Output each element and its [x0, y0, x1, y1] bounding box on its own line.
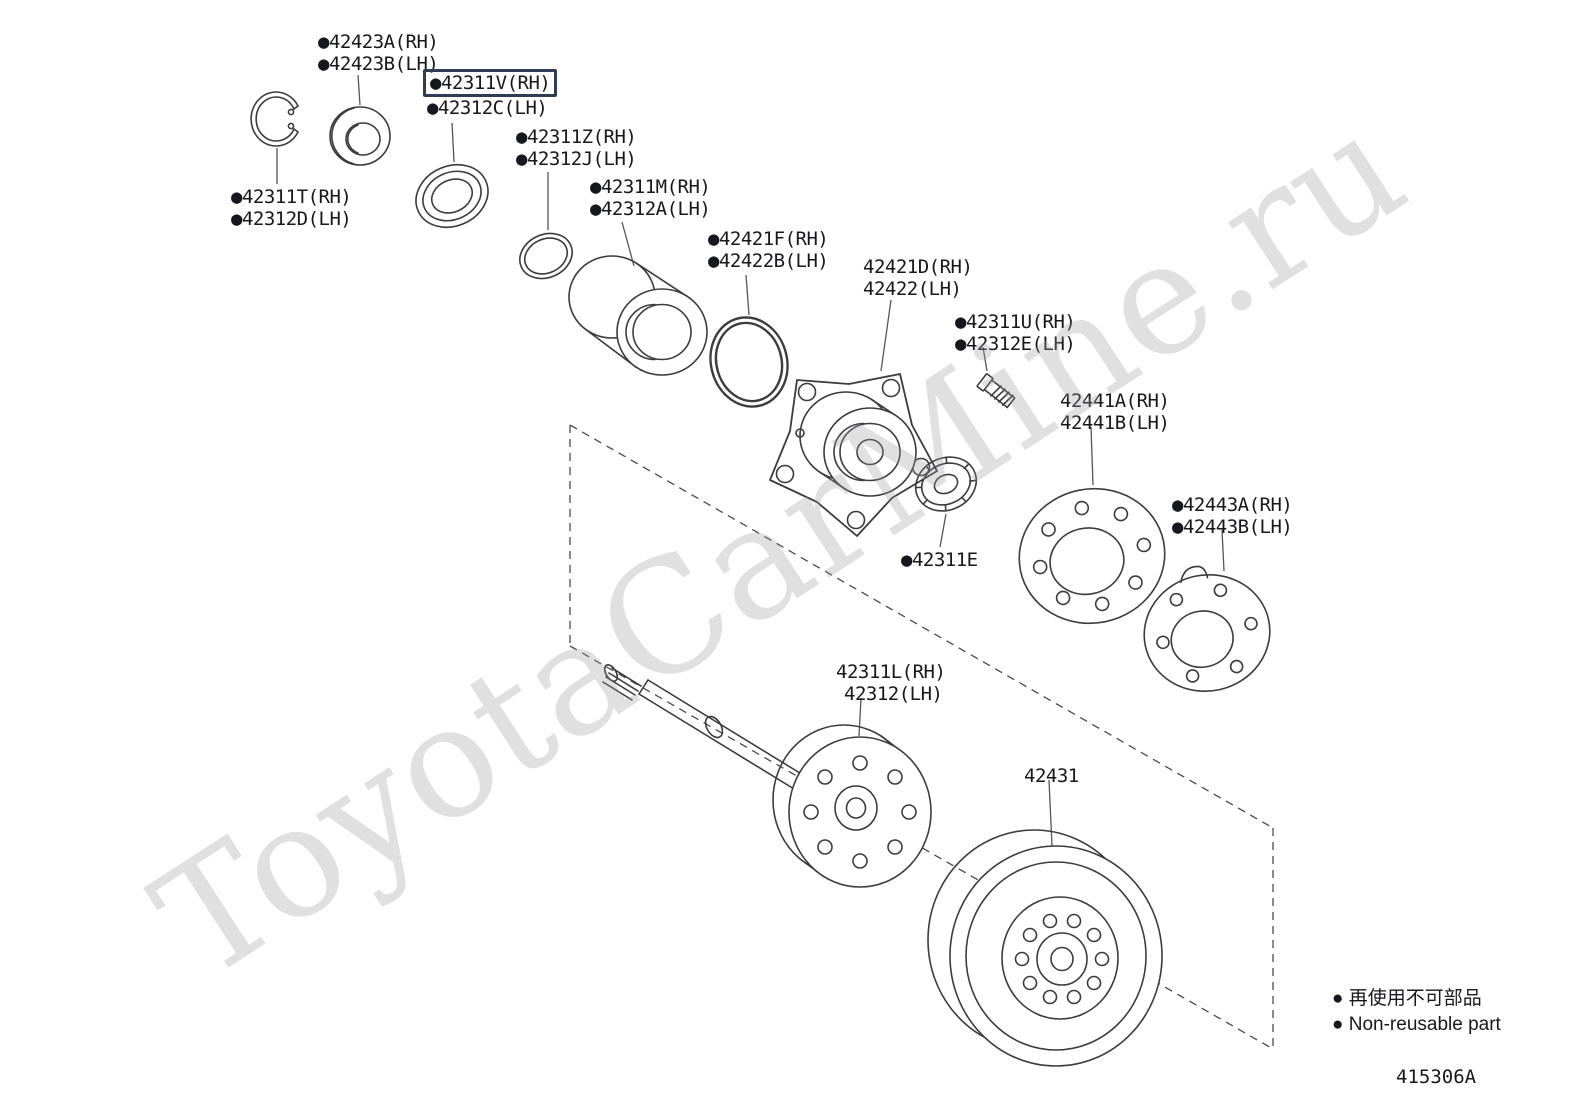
part-number-42441a[interactable]: 42441A(RH): [1060, 390, 1170, 412]
part-number-42443a[interactable]: ●42443A(RH): [1172, 494, 1293, 516]
part-number-42312[interactable]: 42312(LH): [844, 683, 943, 705]
part-number-42422b[interactable]: ●42422B(LH): [708, 250, 829, 272]
diagram-code: 415306A: [1396, 1066, 1477, 1088]
part-label-group-42311e: ●42311E: [901, 549, 978, 571]
part-number-42312c[interactable]: ●42312C(LH): [427, 97, 548, 119]
part-number-42423b[interactable]: ●42423B(LH): [318, 53, 439, 75]
selected-part-highlight-box[interactable]: ●42311V(RH): [423, 69, 558, 97]
part-number-42311v[interactable]: ●42311V(RH): [430, 72, 551, 94]
legend-non-reusable-jp: ● 再使用不可部品: [1332, 988, 1482, 1009]
part-number-42421d[interactable]: 42421D(RH): [863, 256, 973, 278]
part-number-42431[interactable]: 42431: [1024, 765, 1079, 787]
part-number-42421f[interactable]: ●42421F(RH): [708, 228, 829, 250]
drawing-42311u-stud-bolt: [976, 373, 1016, 409]
part-label-group-42441: 42441A(RH) 42441B(LH): [1060, 390, 1170, 434]
part-number-42311e[interactable]: ●42311E: [901, 549, 978, 571]
part-number-42312j[interactable]: ●42312J(LH): [516, 148, 637, 170]
part-number-42311t[interactable]: ●42311T(RH): [231, 186, 352, 208]
drawing-42421d-rear-axle-hub: [769, 373, 938, 537]
drawing-42311t-snap-ring: [250, 91, 299, 147]
part-label-group-42421f: ●42421F(RH) ●42422B(LH): [708, 228, 829, 272]
legend-non-reusable-en: ● Non-reusable part: [1332, 1014, 1501, 1035]
drawing-42311m-bearing: [568, 255, 708, 376]
part-number-42311z[interactable]: ●42311Z(RH): [516, 126, 637, 148]
drawing-42311e-oil-seal: [914, 456, 978, 512]
part-number-42423a[interactable]: ●42423A(RH): [318, 31, 439, 53]
part-label-group-42311t: ●42311T(RH) ●42312D(LH): [231, 186, 352, 230]
part-number-42312e[interactable]: ●42312E(LH): [955, 333, 1076, 355]
part-number-42312a[interactable]: ●42312A(LH): [590, 198, 711, 220]
part-label-group-42443: ●42443A(RH) ●42443B(LH): [1172, 494, 1293, 538]
part-number-42443b[interactable]: ●42443B(LH): [1172, 516, 1293, 538]
drawing-42311l-axle-shaft: [602, 664, 932, 888]
drawing-42421f-o-ring: [709, 316, 789, 408]
part-number-42312d[interactable]: ●42312D(LH): [231, 208, 352, 230]
part-label-group-42431: 42431: [1024, 765, 1079, 787]
part-number-42311l[interactable]: 42311L(RH): [836, 661, 946, 683]
drawing-42431-brake-rotor: [927, 829, 1163, 1067]
part-number-42422[interactable]: 42422(LH): [863, 278, 962, 300]
part-number-42441b[interactable]: 42441B(LH): [1060, 412, 1170, 434]
drawing-42311z-ring: [519, 232, 573, 280]
part-label-group-42311u: ●42311U(RH) ●42312E(LH): [955, 311, 1076, 355]
legend: ● 再使用不可部品 ● Non-reusable part: [1332, 986, 1501, 1038]
part-label-group-42311z: ●42311Z(RH) ●42312J(LH): [516, 126, 637, 170]
drawing-42443-gasket: [1143, 565, 1271, 693]
part-label-group-42421d: 42421D(RH) 42422(LH): [863, 256, 973, 300]
part-label-group-42423: ●42423A(RH) ●42423B(LH): [318, 31, 439, 75]
assembly-boundary-dashes: [569, 424, 1274, 1050]
part-label-group-42311v: ●42311V(RH) ●42312C(LH): [423, 69, 558, 119]
leader-lines: [276, 74, 1225, 847]
part-label-group-42311l: 42311L(RH) 42312(LH): [836, 661, 946, 705]
part-label-group-42311m: ●42311M(RH) ●42312A(LH): [590, 176, 711, 220]
part-number-42311m[interactable]: ●42311M(RH): [590, 176, 711, 198]
drawing-42311v-oil-seal: [415, 163, 489, 229]
drawing-42423-bearing: [329, 106, 391, 166]
drawing-42441-gasket-plate: [1018, 487, 1166, 625]
part-number-42311u[interactable]: ●42311U(RH): [955, 311, 1076, 333]
